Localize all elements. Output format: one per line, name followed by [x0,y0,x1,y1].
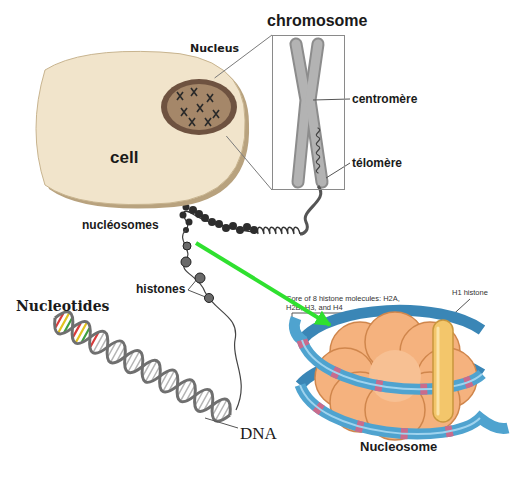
solenoid [300,186,321,234]
chromosome-box: chromosome [272,35,345,190]
bead [250,226,258,234]
base-pair [55,313,98,346]
nucleoplasm [167,84,231,130]
dna-wrap [300,385,508,434]
zoom-line [215,35,272,78]
nucleosome-beads [180,204,259,235]
node-label: nucléosomes [82,218,159,232]
chromosome-mark [191,88,197,96]
part-label: histones [136,282,185,296]
coil [258,227,300,234]
dna-wrap [294,318,482,389]
bead [189,206,197,214]
bead [229,222,237,230]
zoom-panel [272,35,345,190]
chromatid [310,44,322,182]
callout-note: Core of 8 histone molecules: H2A, H2B, H… [286,294,401,312]
bead [236,226,244,234]
backbone [49,308,236,426]
nucleosome-fiber: nucléosomes [178,195,268,243]
chromosome-mark [189,118,195,126]
chromosome-mark [205,118,211,126]
chromosome-mark [207,94,213,102]
chromatid [296,44,306,182]
chromosome-mark [213,110,219,118]
dna-groove [302,340,482,389]
node-label: cell [110,148,138,168]
thread [183,211,258,232]
histone-bead [181,257,191,267]
pointer-arrow [196,243,330,325]
cell-membrane [36,51,245,204]
node-label: chromosome [267,12,367,30]
nucleus: Nucleus [160,78,238,136]
h1-highlight [437,328,440,414]
nucleus-outline [160,78,238,136]
chromatid [310,44,322,182]
cell-body: cell Nucleus [33,48,248,208]
chromosome-mark [197,104,203,112]
part-label: DNA [240,424,277,444]
leader-line [326,163,350,178]
chromatin-coil [316,128,319,173]
dna-helix [49,308,236,426]
bead [180,212,187,219]
nucleosome: Nucleosome [330,325,505,457]
bead [243,223,251,231]
part-label: Nucleotides [16,298,109,314]
chromosome-drawing [296,44,322,182]
bead [215,220,223,228]
histone-bead [195,273,205,283]
h1-histone [433,320,453,422]
leader-line [205,418,238,428]
histone-bead [183,242,191,250]
dna-highlight [302,340,482,389]
bead [222,224,230,232]
histone-beads [181,242,214,303]
part-label: centromère [352,92,417,106]
chromatid [296,44,306,182]
bead [186,219,193,226]
chromosome-mark [177,92,183,100]
nuclear-envelope [161,79,237,135]
histone-bead [205,294,214,303]
dna-wrap-front [294,318,508,434]
dna-thread [183,230,242,410]
callout-label: H1 histone [452,288,488,297]
part-label: télomère [352,156,402,170]
node-label: Nucleus [190,42,239,55]
node-label: Nucleosome [360,439,437,454]
backbone [49,308,236,426]
zoom-line [226,136,272,190]
chromosome-mark [181,108,187,116]
bead [208,218,216,226]
